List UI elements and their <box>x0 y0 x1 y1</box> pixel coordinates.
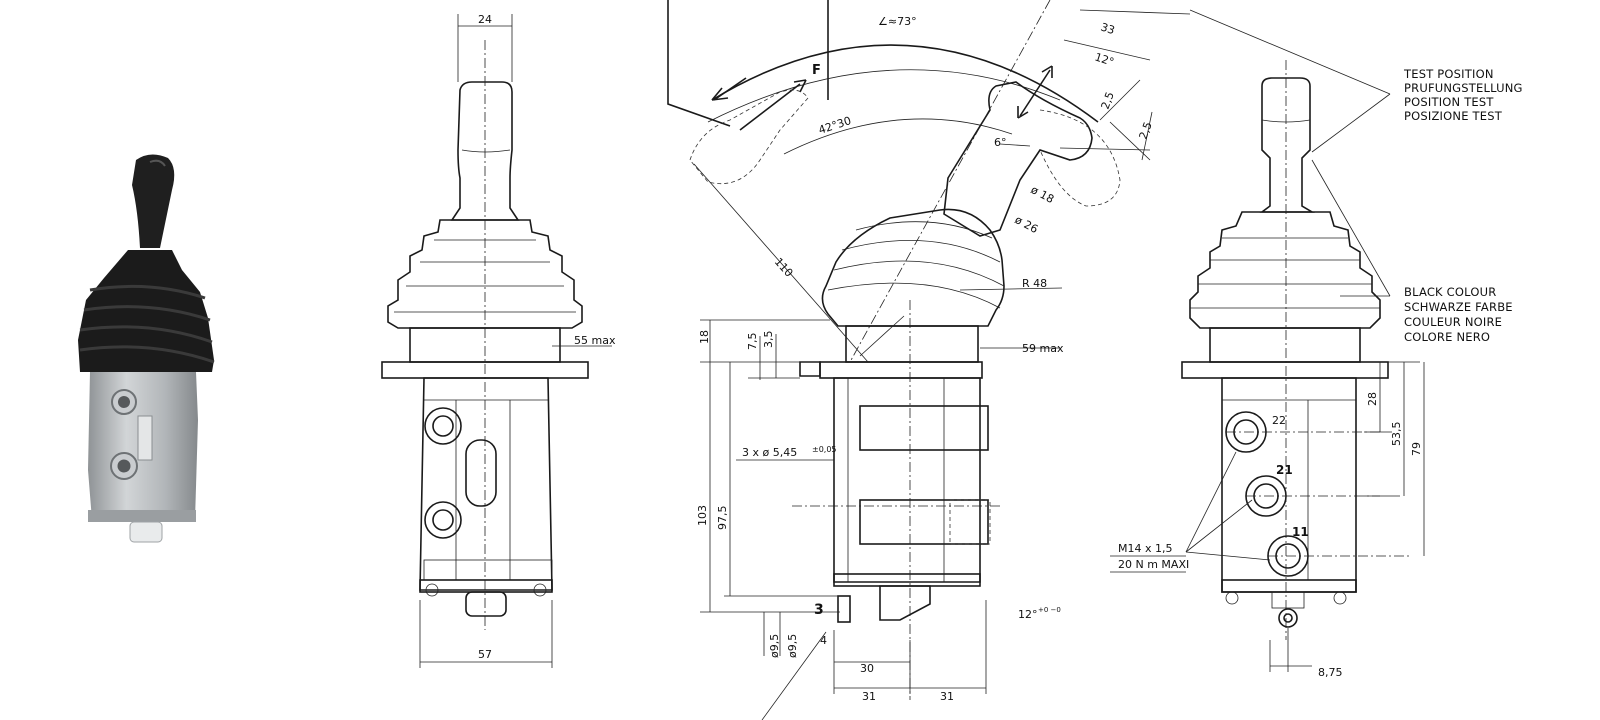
test-position-line-2: PRUFUNGSTELLUNG <box>1404 81 1523 95</box>
dim-dia-26: ø 26 <box>1013 213 1041 236</box>
port-22-label: 22 <box>1272 414 1286 427</box>
black-colour-line-2: SCHWARZE FARBE <box>1404 300 1513 314</box>
dim-dia-18: ø 18 <box>1029 183 1057 206</box>
dim-width-30: 30 <box>860 662 874 675</box>
dim-max-diameter-side: 59 max <box>1022 342 1064 355</box>
dim-height-53-5: 53,5 <box>1390 422 1403 447</box>
port-11-label: 11 <box>1292 525 1309 539</box>
dim-height-18: 18 <box>698 330 711 344</box>
dim-angle-12: 12° <box>1018 608 1038 621</box>
dim-max-diameter: 55 max <box>574 334 616 347</box>
test-position-line-4: POSIZIONE TEST <box>1404 109 1503 123</box>
dim-radius: R 48 <box>1022 277 1047 290</box>
port-3-label: 3 <box>814 602 824 618</box>
dim-2-5-a: 2,5 <box>1099 90 1117 111</box>
dim-height-97-5: 97,5 <box>716 506 729 531</box>
port-21-label: 21 <box>1276 463 1293 477</box>
dim-33: 33 <box>1099 20 1116 37</box>
dim-base-width: 57 <box>478 648 492 661</box>
force-label: F <box>812 63 821 78</box>
black-colour-line-1: BLACK COLOUR <box>1404 285 1496 299</box>
dim-width-8-75: 8,75 <box>1318 666 1343 679</box>
dim-holes: 3 x ø 5,45 <box>742 446 797 459</box>
black-colour-note: BLACK COLOUR SCHWARZE FARBE COULEUR NOIR… <box>1404 285 1513 344</box>
dim-total-angle: ∠≈73° <box>878 15 917 28</box>
dim-height-3-5: 3,5 <box>762 331 775 349</box>
dim-height-7-5: 7,5 <box>746 333 759 351</box>
black-colour-line-4: COLORE NERO <box>1404 330 1490 344</box>
product-photo <box>78 154 215 543</box>
test-position-line-1: TEST POSITION <box>1403 67 1494 81</box>
test-position-line-3: POSITION TEST <box>1404 95 1494 109</box>
dim-top-width: 24 <box>478 13 492 26</box>
dim-dia-9-5-a: ø9,5 <box>768 634 781 658</box>
thread-spec: M14 x 1,5 <box>1118 542 1172 555</box>
front-view-drawing <box>381 14 612 668</box>
dim-2-5-b: 2,5 <box>1137 120 1155 141</box>
dim-height-28: 28 <box>1366 392 1379 406</box>
dim-12deg: 12° <box>1093 50 1116 68</box>
torque-spec: 20 N m MAXI <box>1118 558 1189 571</box>
dim-dia-9-5-b: ø9,5 <box>786 634 799 658</box>
side-view-drawing <box>667 0 1191 720</box>
dim-holes-tolerance: ±0,05 <box>812 445 837 454</box>
dim-width-31-b: 31 <box>940 690 954 703</box>
dim-width-31-a: 31 <box>862 690 876 703</box>
black-colour-line-3: COULEUR NOIRE <box>1404 315 1502 329</box>
dim-6deg: 6° <box>994 136 1007 149</box>
dim-width-4: 4 <box>820 634 827 647</box>
dim-height-79: 79 <box>1410 442 1423 456</box>
dim-height-103: 103 <box>696 505 709 526</box>
right-view-drawing <box>1110 9 1425 672</box>
dim-angle-12-tolerance: +0 −0 <box>1038 606 1061 614</box>
test-position-note: TEST POSITION PRUFUNGSTELLUNG POSITION T… <box>1403 67 1523 123</box>
